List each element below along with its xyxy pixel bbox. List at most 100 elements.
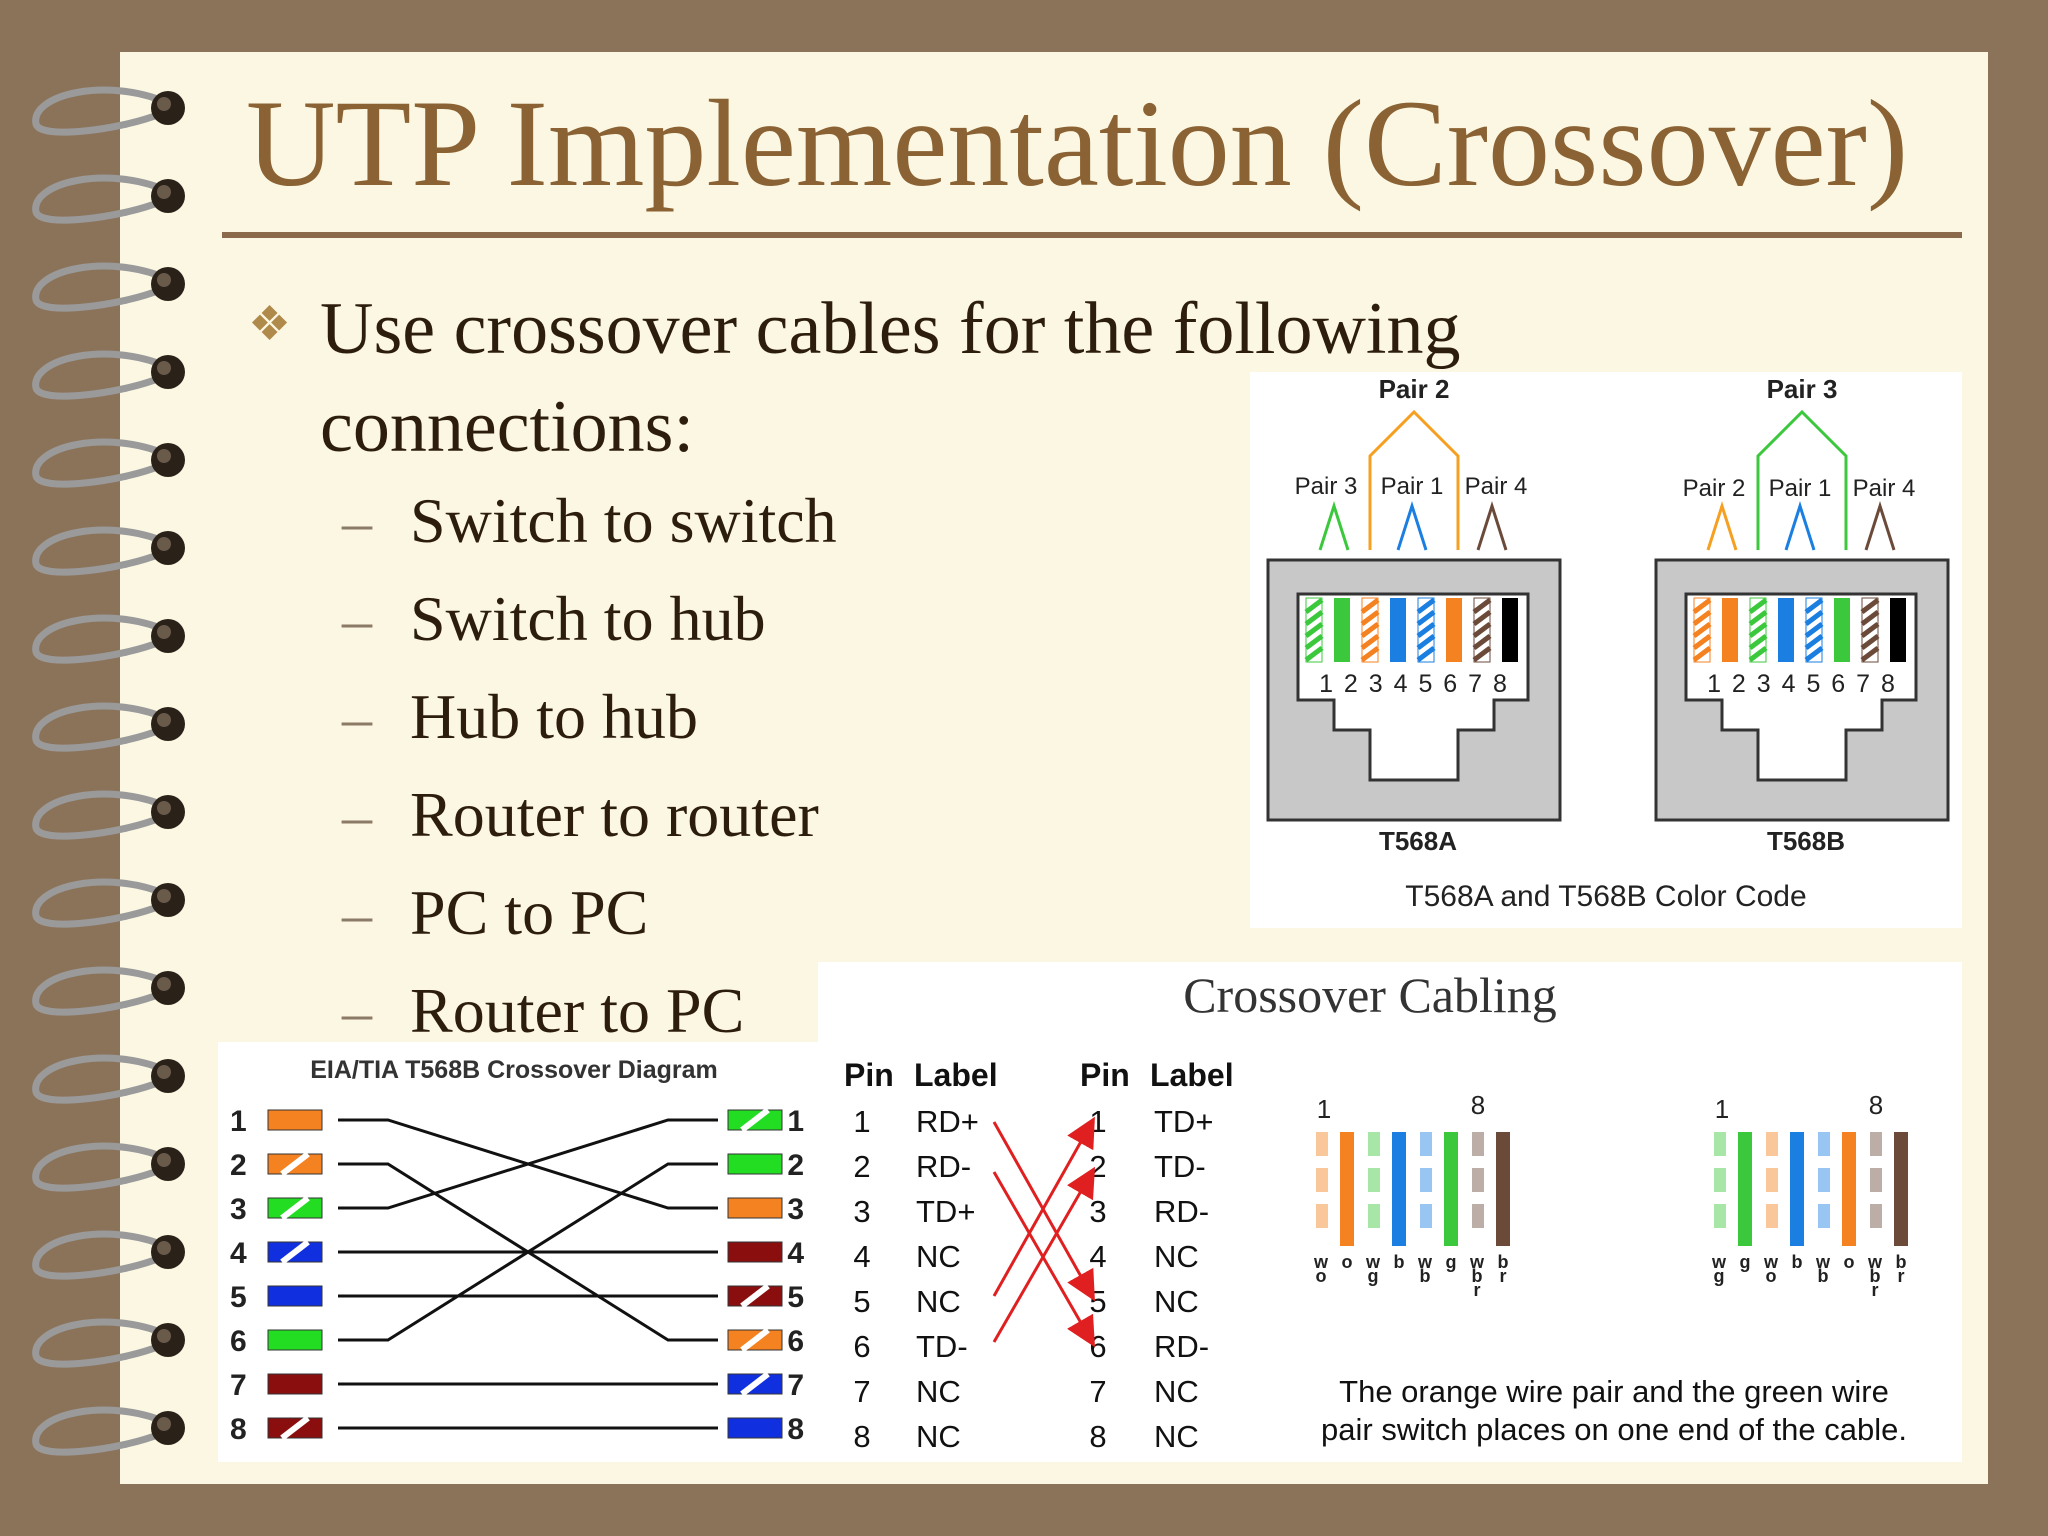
crossover-arrow	[992, 1166, 1095, 1343]
wire-code: w	[1763, 1252, 1779, 1272]
striped-wire-segment	[1368, 1168, 1380, 1192]
crossover-wire	[338, 1118, 718, 1210]
wire-code: w	[1815, 1252, 1831, 1272]
spiral-ring	[32, 350, 185, 400]
wire-code: o	[1316, 1266, 1327, 1286]
wire-code: r	[1473, 1280, 1480, 1300]
wire-end-number: 8	[1869, 1090, 1883, 1120]
solid-wire	[1340, 1132, 1354, 1246]
diagram-pin-number: 3	[230, 1193, 247, 1226]
diagram-pin-number: 4	[787, 1237, 804, 1270]
pin-label: TD-	[916, 1329, 968, 1364]
wire-code: b	[1792, 1252, 1803, 1272]
wire-code: r	[1871, 1280, 1878, 1300]
wire-code: r	[1499, 1266, 1506, 1286]
pin-label: TD+	[916, 1194, 975, 1229]
wire-start-number: 1	[1317, 1094, 1331, 1124]
pin-number: 2	[853, 1149, 870, 1184]
wire-swatch	[267, 1415, 323, 1441]
dash: –	[342, 881, 372, 947]
striped-wire-segment	[1870, 1168, 1882, 1192]
wire-code: b	[1420, 1266, 1431, 1286]
wire-code: o	[1844, 1252, 1855, 1272]
wire-swatch	[727, 1283, 783, 1309]
connection-item: Switch to hub	[410, 583, 766, 654]
wire-code: g	[1446, 1252, 1457, 1272]
diagram-pin-number: 6	[787, 1325, 804, 1358]
spiral-ring	[32, 614, 185, 664]
spiral-ring	[32, 878, 185, 928]
striped-wire-segment	[1870, 1132, 1882, 1156]
diagram-pin-number: 7	[787, 1369, 804, 1402]
wire-swatch	[727, 1241, 783, 1263]
solid-wire	[1496, 1132, 1510, 1246]
top-pair-label: Pair 3	[1767, 374, 1838, 404]
title-underline	[222, 232, 1962, 238]
label-header: Label	[1150, 1057, 1234, 1093]
pin-label: NC	[916, 1374, 961, 1409]
color-code-panel: Pair 2 Pair 3 Pair 1 Pair 4 1 2 3 4 5 6 …	[1250, 372, 1962, 928]
pin-number: 5	[853, 1284, 870, 1319]
striped-wire-segment	[1766, 1132, 1778, 1156]
jack-pin	[1804, 597, 1824, 663]
crossover-wire	[338, 1162, 718, 1342]
striped-wire-segment	[1472, 1204, 1484, 1228]
pair-label: Pair 1	[1769, 475, 1832, 502]
spiral-ring	[32, 790, 185, 840]
connection-item: Router to PC	[410, 975, 745, 1046]
jack-pin	[1860, 597, 1880, 663]
jack-pin	[1304, 597, 1324, 663]
wire-code: w	[1711, 1252, 1727, 1272]
pin-number: 3	[1089, 1194, 1106, 1229]
slide-title: UTP Implementation (Crossover)	[246, 75, 1909, 212]
solid-wire	[1842, 1132, 1856, 1246]
spiral-ring	[32, 438, 185, 488]
striped-wire-segment	[1818, 1204, 1830, 1228]
striped-wire-segment	[1818, 1168, 1830, 1192]
wire-swatch	[727, 1197, 783, 1219]
caption-line-1: The orange wire pair and the green wire	[1339, 1374, 1889, 1409]
wire-code: r	[1897, 1266, 1904, 1286]
wire-code: o	[1766, 1266, 1777, 1286]
spiral-ring	[32, 966, 185, 1016]
wire-swatch	[267, 1285, 323, 1307]
wire-code: b	[1818, 1266, 1829, 1286]
pin-number: 6	[1089, 1329, 1106, 1364]
crossover-title: Crossover Cabling	[1183, 967, 1557, 1023]
jack-pin	[1834, 598, 1850, 662]
striped-wire-segment	[1714, 1132, 1726, 1156]
jack-pin	[1416, 597, 1436, 663]
wire-swatch	[267, 1373, 323, 1395]
striped-wire-segment	[1818, 1132, 1830, 1156]
connection-item: Hub to hub	[410, 681, 698, 752]
standard-name: T568B	[1767, 826, 1845, 856]
striped-wire-segment	[1714, 1204, 1726, 1228]
diagram-pin-number: 4	[230, 1237, 247, 1270]
jack-pin	[1890, 598, 1906, 662]
wire-code: w	[1469, 1252, 1485, 1272]
pin-header: Pin	[844, 1057, 894, 1093]
striped-wire-segment	[1870, 1204, 1882, 1228]
spiral-ring	[32, 1054, 185, 1104]
diagram-pin-number: 7	[230, 1369, 247, 1402]
dash: –	[342, 685, 372, 751]
dash: –	[342, 587, 372, 653]
spiral-ring	[32, 1230, 185, 1280]
pin-numbers: 1 2 3 4 5 6 7 8	[1707, 670, 1897, 698]
solid-wire	[1392, 1132, 1406, 1246]
diagram-title: EIA/TIA T568B Crossover Diagram	[310, 1056, 718, 1084]
wire-swatch	[267, 1195, 323, 1221]
solid-wire	[1894, 1132, 1908, 1246]
dash: –	[342, 979, 372, 1045]
pin-label: TD+	[1154, 1104, 1213, 1139]
wire-swatch	[267, 1239, 323, 1265]
pin-number: 3	[853, 1194, 870, 1229]
pin-number: 1	[853, 1104, 870, 1139]
pin-label: NC	[916, 1284, 961, 1319]
jack-pin	[1722, 598, 1738, 662]
wire-end-number: 8	[1471, 1090, 1485, 1120]
wire-code: b	[1896, 1252, 1907, 1272]
solid-wire	[1444, 1132, 1458, 1246]
diagram-pin-number: 2	[230, 1149, 247, 1182]
